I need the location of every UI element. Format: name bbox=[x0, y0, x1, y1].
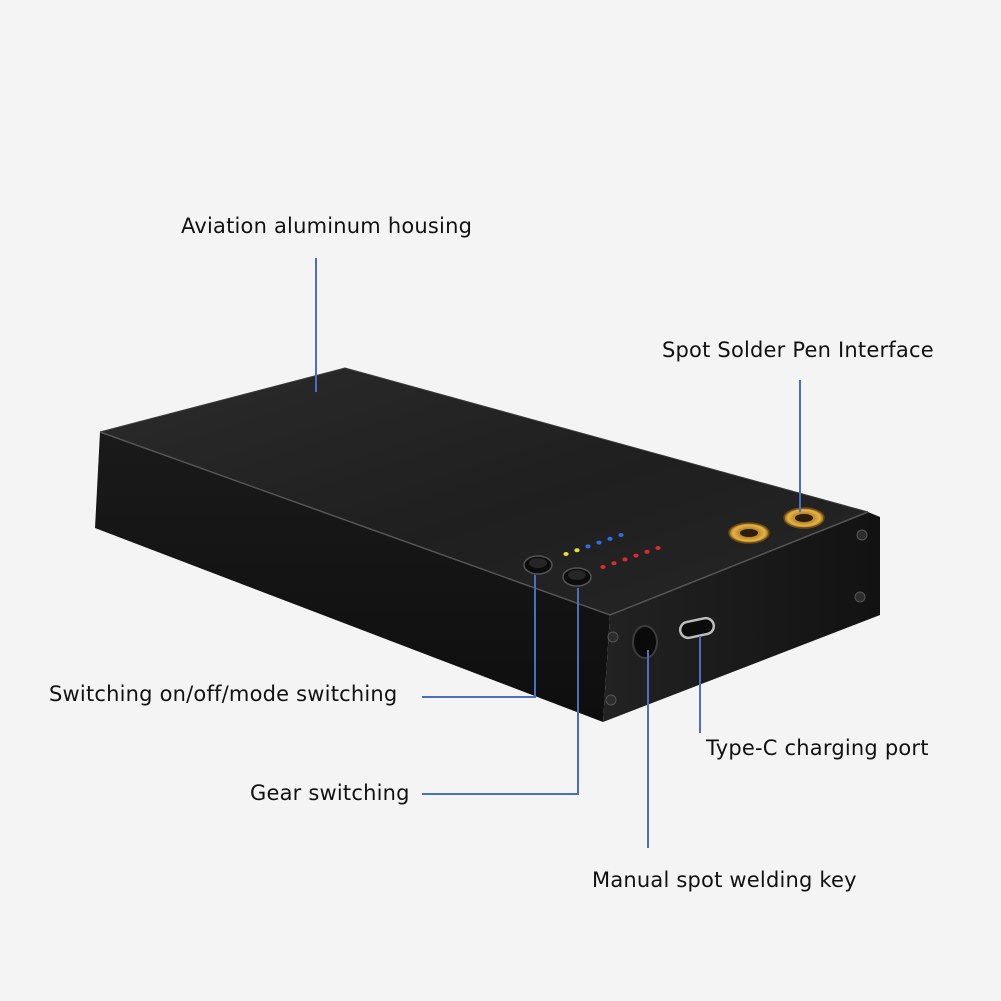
indicator-led bbox=[607, 536, 613, 541]
leader-gear bbox=[422, 588, 579, 795]
indicator-led bbox=[618, 533, 624, 537]
manual-key-label: Manual spot welding key bbox=[592, 868, 857, 892]
indicator-leds-lower bbox=[600, 546, 661, 569]
power-switch-label: Switching on/off/mode switching bbox=[49, 682, 398, 706]
indicator-led bbox=[600, 565, 606, 569]
type-c-port-icon bbox=[678, 616, 716, 640]
device-front-side bbox=[95, 432, 610, 722]
pen-interface-label: Spot Solder Pen Interface bbox=[662, 338, 934, 362]
indicator-led bbox=[644, 549, 650, 554]
device-back-edge bbox=[99, 367, 869, 513]
screw-icon bbox=[605, 529, 868, 706]
indicator-led bbox=[585, 544, 591, 549]
device-top-edge bbox=[99, 431, 869, 616]
indicator-led bbox=[563, 552, 569, 556]
indicator-led bbox=[622, 557, 628, 562]
device-top-face bbox=[100, 368, 868, 615]
gear-switch-label: Gear switching bbox=[250, 781, 410, 805]
pen-connector-icon bbox=[728, 507, 825, 544]
indicator-led bbox=[633, 553, 639, 558]
gear-button-icon bbox=[562, 567, 592, 587]
power-button-icon bbox=[523, 555, 553, 575]
device-end-face bbox=[603, 512, 880, 722]
typec-port-label: Type-C charging port bbox=[706, 736, 929, 760]
indicator-led bbox=[596, 540, 602, 545]
indicator-leds-upper bbox=[563, 533, 624, 556]
leader-power bbox=[422, 575, 536, 698]
housing-label: Aviation aluminum housing bbox=[181, 214, 473, 238]
indicator-led bbox=[611, 561, 617, 566]
indicator-led bbox=[655, 546, 661, 550]
manual-weld-button-icon bbox=[632, 625, 658, 659]
indicator-led bbox=[574, 548, 580, 553]
leader-lines bbox=[315, 258, 801, 848]
